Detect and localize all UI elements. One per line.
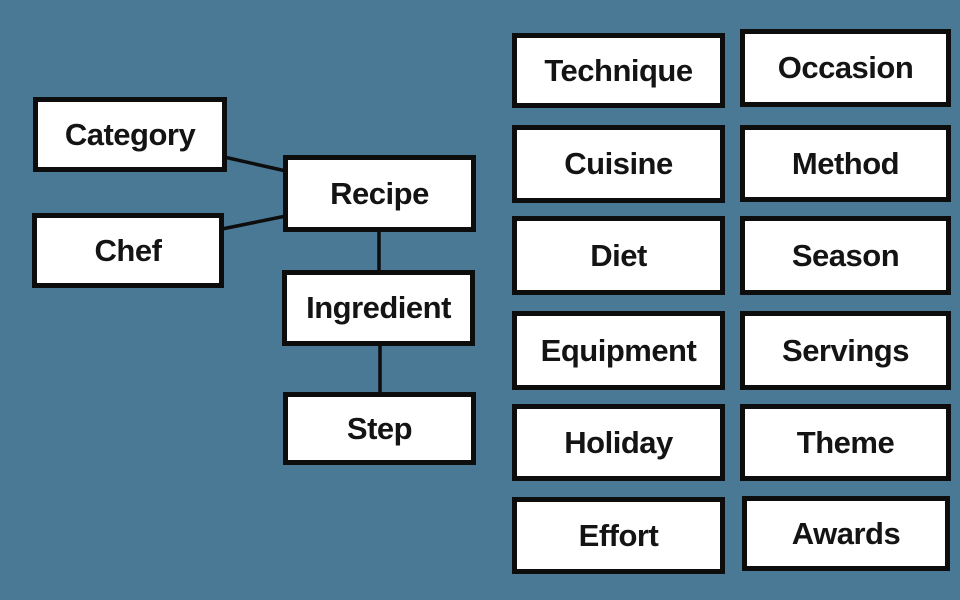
grid-item-season: Season — [740, 216, 951, 295]
grid-item-holiday: Holiday — [512, 404, 725, 481]
grid-item-awards: Awards — [742, 496, 950, 571]
node-recipe: Recipe — [283, 155, 476, 232]
edge-category-recipe — [223, 155, 287, 173]
grid-item-occasion: Occasion — [740, 29, 951, 107]
grid-item-method: Method — [740, 125, 951, 202]
grid-item-technique: Technique — [512, 33, 725, 108]
grid-item-diet: Diet — [512, 216, 725, 295]
grid-item-servings: Servings — [740, 311, 951, 390]
node-category: Category — [33, 97, 227, 172]
grid-item-theme: Theme — [740, 404, 951, 481]
grid-item-effort: Effort — [512, 497, 725, 574]
grid-item-equipment: Equipment — [512, 311, 725, 390]
node-ingredient: Ingredient — [282, 270, 475, 346]
node-step: Step — [283, 392, 476, 465]
grid-item-cuisine: Cuisine — [512, 125, 725, 203]
edge-chef-recipe — [221, 214, 287, 231]
node-chef: Chef — [32, 213, 224, 288]
